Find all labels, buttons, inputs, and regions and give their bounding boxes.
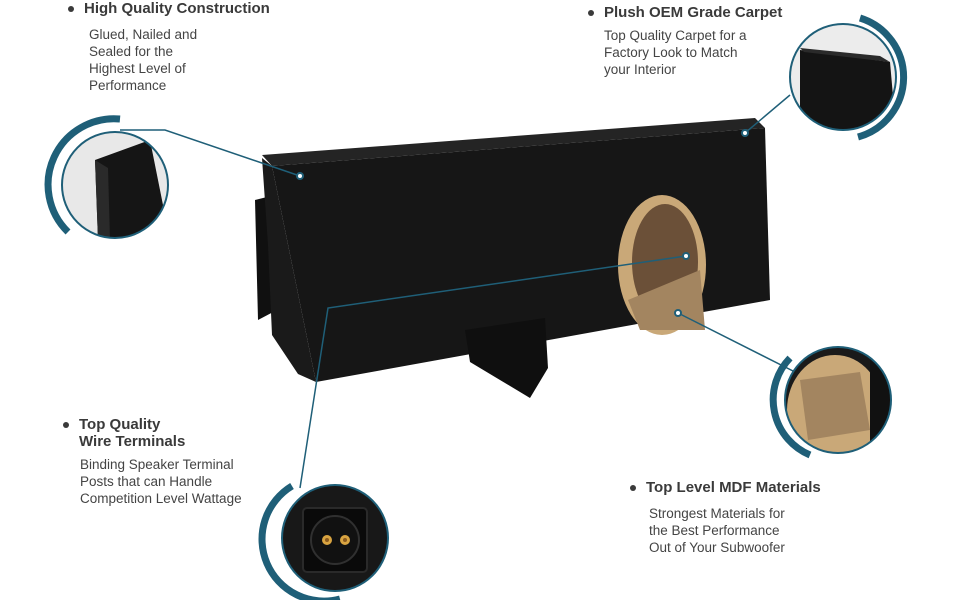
terminals-detail-circle [258, 483, 389, 600]
feature-construction: High Quality Construction Glued, Nailed … [68, 0, 270, 94]
bullet-icon [588, 10, 594, 16]
subwoofer-box [255, 118, 770, 398]
terminals-description: Binding Speaker Terminal Posts that can … [80, 456, 242, 507]
feature-terminals: Top Quality Wire Terminals Binding Speak… [63, 416, 242, 507]
construction-title: High Quality Construction [84, 0, 270, 17]
desc-line: your Interior [604, 62, 677, 77]
feature-carpet: Plush OEM Grade Carpet Top Quality Carpe… [588, 4, 782, 78]
desc-line: Strongest Materials for [649, 506, 785, 521]
desc-line: Sealed for the [89, 44, 174, 59]
carpet-description: Top Quality Carpet for a Factory Look to… [604, 27, 782, 78]
desc-line: Top Quality Carpet for a [604, 28, 747, 43]
desc-line: Factory Look to Match [604, 45, 738, 60]
mdf-title: Top Level MDF Materials [646, 479, 821, 496]
desc-line: Out of Your Subwoofer [649, 540, 785, 555]
desc-line: Competition Level Wattage [80, 491, 242, 506]
terminals-title-line: Top Quality [79, 416, 161, 433]
desc-line: Glued, Nailed and [89, 27, 198, 42]
bullet-icon [68, 6, 74, 12]
connector-lines [120, 94, 796, 489]
carpet-title: Plush OEM Grade Carpet [604, 4, 783, 21]
callout-dots [296, 129, 749, 317]
terminals-title-line: Wire Terminals [79, 433, 186, 450]
construction-detail-circle [44, 115, 169, 239]
bullet-icon [63, 422, 69, 428]
desc-line: the Best Performance [649, 523, 780, 538]
desc-line: Performance [89, 78, 167, 93]
bullet-icon [630, 485, 636, 491]
carpet-detail-circle [789, 14, 908, 141]
desc-line: Binding Speaker Terminal [80, 457, 234, 472]
desc-line: Posts that can Handle [80, 474, 213, 489]
construction-description: Glued, Nailed and Sealed for the Highest… [89, 26, 270, 94]
feature-mdf: Top Level MDF Materials Strongest Materi… [630, 479, 821, 556]
mdf-detail-circle [769, 346, 892, 459]
mdf-description: Strongest Materials for the Best Perform… [649, 505, 821, 556]
desc-line: Highest Level of [89, 61, 186, 76]
